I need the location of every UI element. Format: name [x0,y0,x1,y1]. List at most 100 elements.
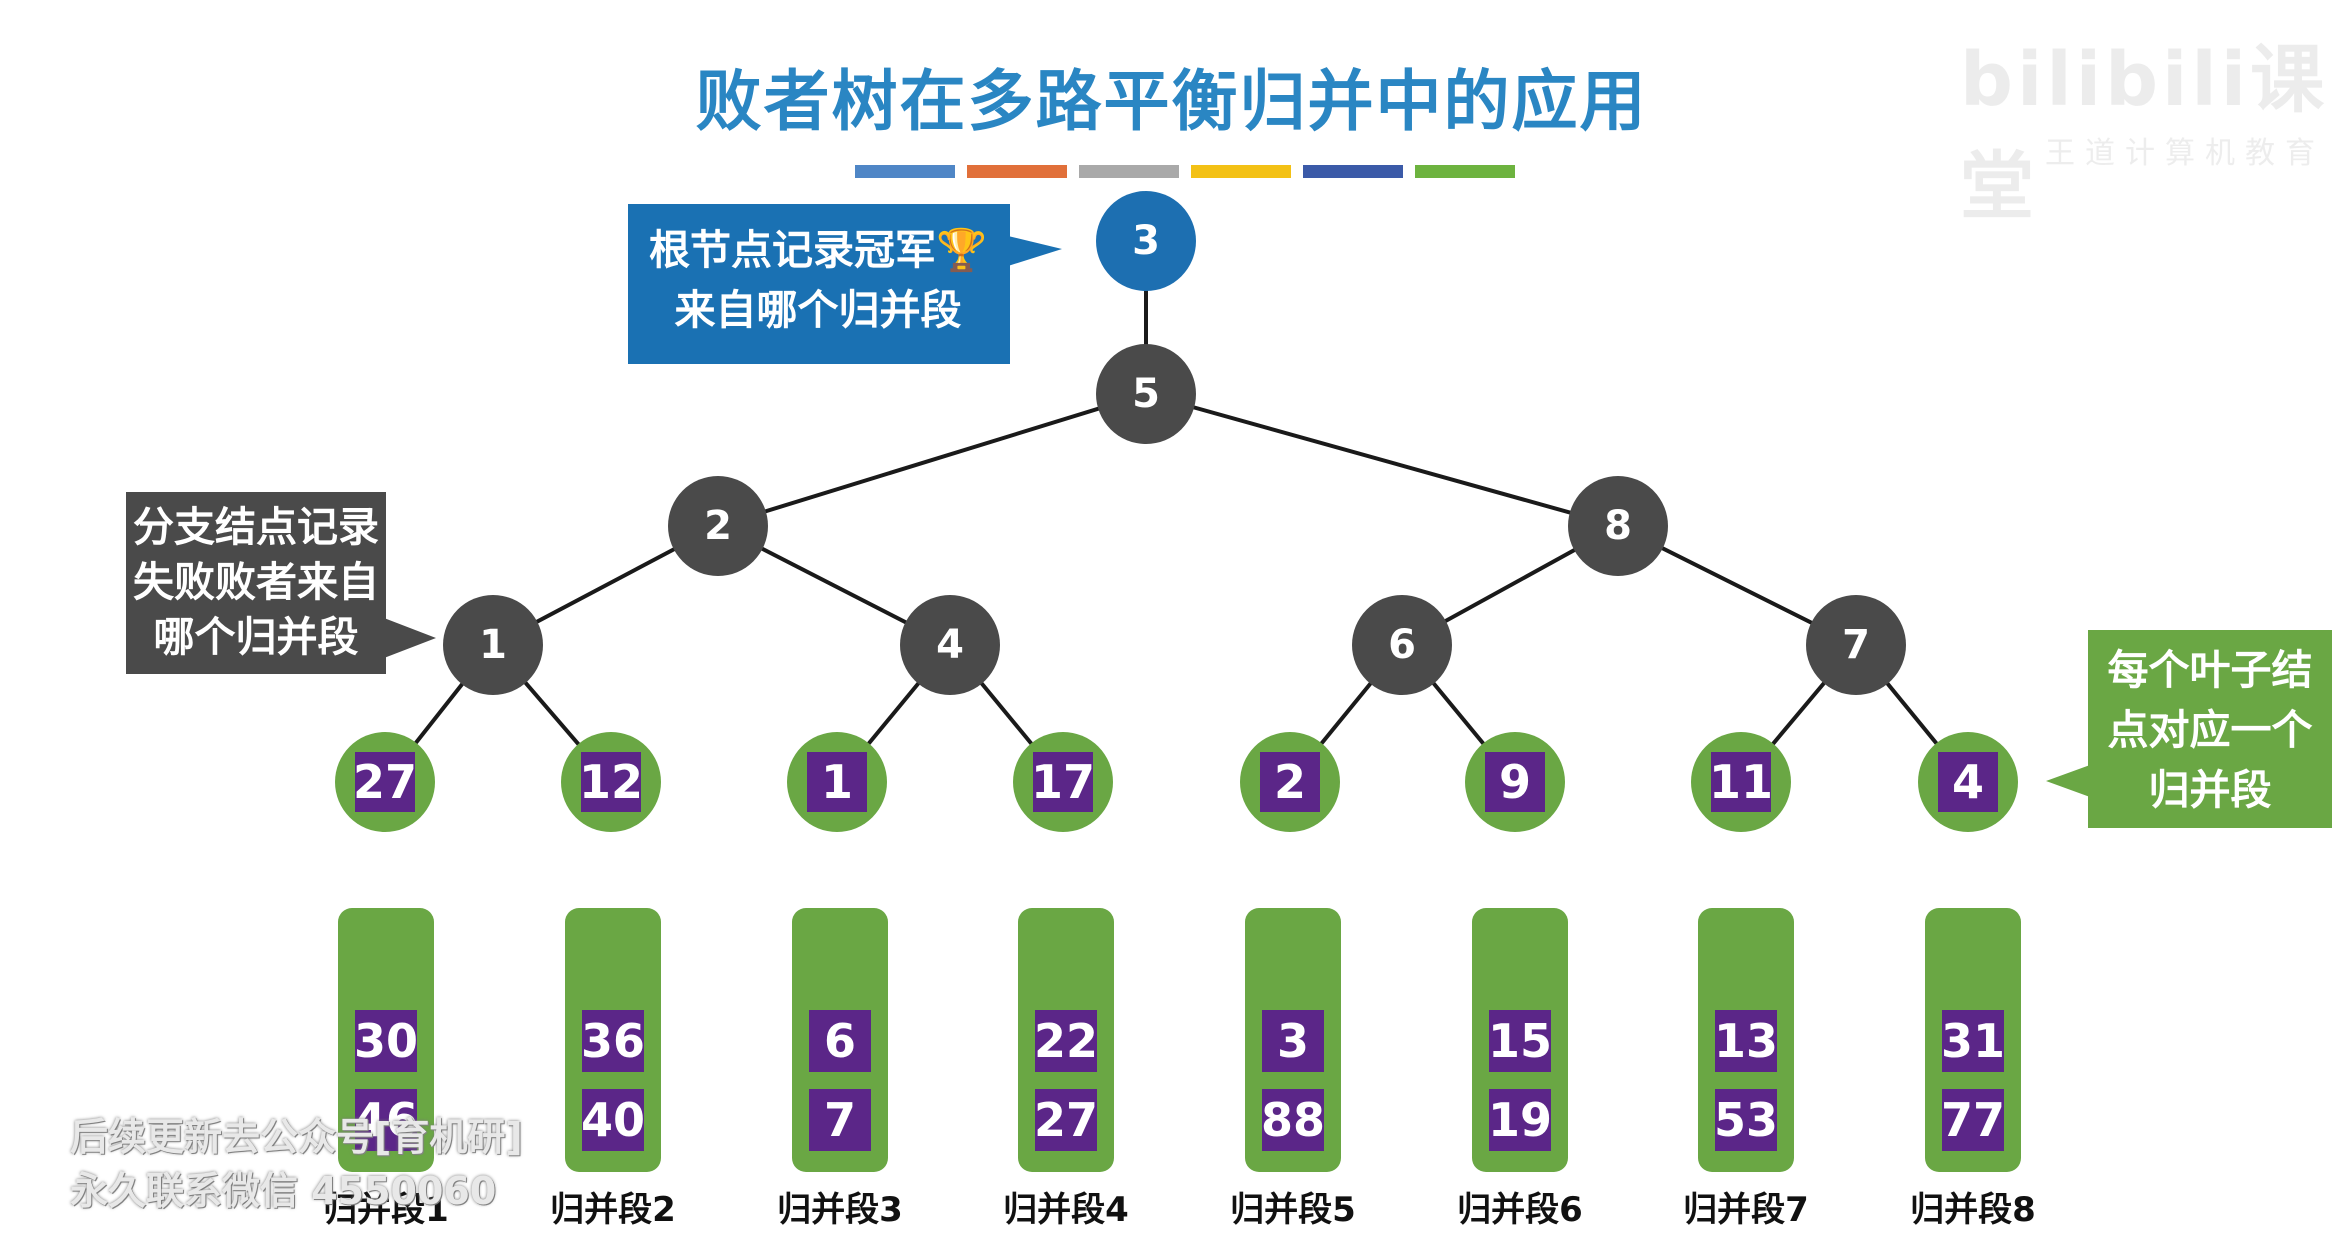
branch-node-label: 2 [704,503,732,549]
title-stripe [1191,165,1291,178]
run-value-box [355,1010,417,1072]
footer-line-1: 后续更新去公众号[育机研] [70,1115,523,1159]
branch-node [1568,476,1668,576]
leaf-callout-box [2088,630,2332,828]
run-value: 19 [1488,1093,1552,1147]
footer-line-2: 永久联系微信 4550060 [70,1169,497,1213]
run-value: 13 [1714,1014,1778,1068]
run-value-box [1489,1089,1551,1151]
run-value-box [1942,1010,2004,1072]
branch-node-label: 6 [1388,622,1416,668]
run-value-box [1942,1089,2004,1151]
run-label: 归并段1 [323,1190,449,1230]
branch-node-label: 5 [1132,371,1160,417]
run-value: 40 [581,1093,645,1147]
branch-node-label: 8 [1604,503,1632,549]
leaf-callout-text: 每个叶子结 点对应一个 归并段 [2090,640,2330,820]
leaf-square [581,752,641,812]
title-stripe [855,165,955,178]
run-value-box [1262,1089,1324,1151]
run-value-box [582,1089,644,1151]
branch-node [443,595,543,695]
root-callout-line-2: 来自哪个归并段 [674,286,962,334]
run-value-box [1035,1089,1097,1151]
leaf-square [1260,752,1320,812]
title-stripe [1415,165,1515,178]
run-value: 53 [1714,1093,1778,1147]
branch-node-label: 7 [1842,622,1870,668]
leaf-callout-pointer [2046,765,2090,797]
leaf-square [1938,752,1998,812]
run-label: 归并段6 [1457,1190,1583,1230]
run-value-box [355,1089,417,1151]
run-label: 归并段3 [777,1190,903,1230]
root-callout-box [628,204,1010,364]
branch-callout-line-3: 哪个归并段 [153,613,359,661]
branch-callout-box [126,492,386,674]
run-value: 46 [354,1093,418,1147]
run-value-box [809,1089,871,1151]
run-value: 77 [1941,1093,2005,1147]
branch-node [900,595,1000,695]
run-label: 归并段2 [550,1190,676,1230]
run-value: 88 [1261,1093,1325,1147]
root-node [1096,191,1196,291]
branch-node [668,476,768,576]
branch-node-label: 4 [936,622,964,668]
leaf-callout-line-3: 归并段 [2148,766,2272,814]
run-value: 15 [1488,1014,1552,1068]
run-value: 3 [1277,1014,1309,1068]
run-label: 归并段5 [1230,1190,1356,1230]
tree-edge [1145,392,1619,528]
run-value-box [1035,1010,1097,1072]
leaf-square [1711,752,1771,812]
bilibili-logo: bilibili课堂 [1960,37,2329,230]
leaf-square [807,752,867,812]
leaf-value: 1 [821,755,853,809]
branch-callout-pointer [384,618,436,658]
leaf-square [355,752,415,812]
run-label: 归并段4 [1003,1190,1129,1230]
branch-node [1352,595,1452,695]
branch-callout-line-2: 失败败者来自 [133,558,379,606]
branch-node [1806,595,1906,695]
leaf-value: 12 [579,755,643,809]
leaf-value: 27 [353,755,417,809]
run-value: 30 [354,1014,418,1068]
root-callout-line-1: 根节点记录冠军🏆 [648,226,988,274]
run-label: 归并段7 [1683,1190,1809,1230]
run-value-box [1715,1089,1777,1151]
leaf-callout-line-1: 每个叶子结 [2107,646,2313,694]
title-stripe [1303,165,1403,178]
leaf-callout-line-2: 点对应一个 [2107,706,2313,754]
leaf-value: 9 [1499,755,1531,809]
run-value: 36 [581,1014,645,1068]
run-value-box [1262,1010,1324,1072]
run-value-box [1489,1010,1551,1072]
run-label: 归并段8 [1910,1190,2036,1230]
branch-node-label: 1 [479,622,507,668]
leaf-value: 17 [1031,755,1095,809]
title-stripe [967,165,1067,178]
tree-edge [717,392,1147,528]
logo-subtitle: 王道计算机教育 [2045,136,2325,171]
title-stripe [1079,165,1179,178]
leaf-value: 2 [1274,755,1306,809]
leaf-value: 4 [1952,755,1984,809]
run-value-box [1715,1010,1777,1072]
branch-callout-line-1: 分支结点记录 [133,503,379,551]
root-node-label: 3 [1132,218,1160,264]
leaf-value: 11 [1709,755,1773,809]
leaf-square [1485,752,1545,812]
branch-callout-text: 分支结点记录 失败败者来自 哪个归并段 [126,500,386,665]
run-value: 22 [1034,1014,1098,1068]
root-callout-text: 根节点记录冠军🏆 来自哪个归并段 [628,220,1008,340]
branch-node [1096,344,1196,444]
run-value-box [809,1010,871,1072]
leaf-square [1033,752,1093,812]
root-callout-pointer [1008,236,1062,266]
run-value: 6 [824,1014,856,1068]
run-value: 31 [1941,1014,2005,1068]
footer-watermark: 后续更新去公众号[育机研] 永久联系微信 4550060 [70,1110,523,1218]
